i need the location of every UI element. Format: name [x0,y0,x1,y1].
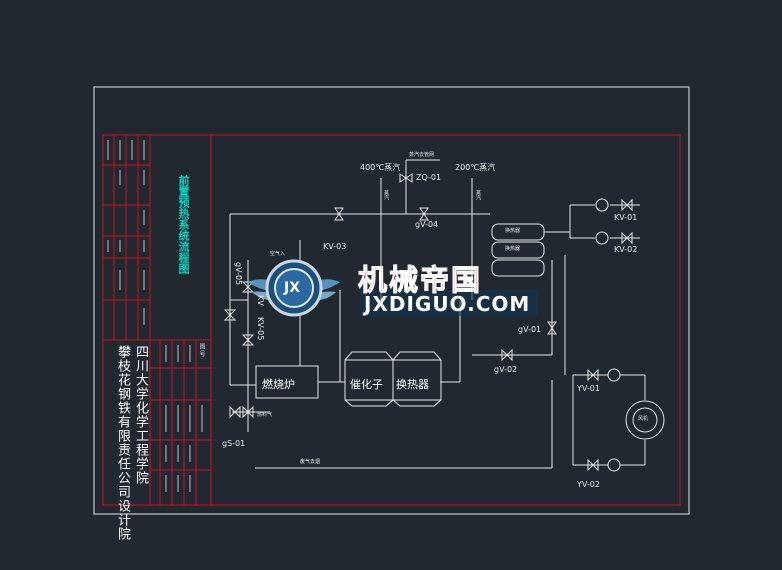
supply-400-label: 400℃蒸汽 [360,163,401,172]
valves [223,173,633,472]
valve-kv03: KV-03 [323,242,347,251]
furnace-label: 燃烧炉 [262,378,295,391]
valve-yv01: YV-01 [577,384,600,393]
school-name-line2: 攀枝花钢铁有限责任公司设计院 [115,345,130,541]
supply-200-label: 200℃蒸汽 [455,163,496,172]
valve-gv05: gV-05 [234,262,243,286]
watermark-logo [248,259,538,317]
valve-kv-small: KV [256,295,265,306]
exhaust-label: 废气去烟 [300,459,321,465]
valve-gv01: gV-01 [518,325,542,334]
title-block-marks [107,140,203,492]
valve-yv02: YV-02 [577,480,600,489]
preheater-a-label: 换热器 [505,228,521,234]
title-block-grid [103,135,212,505]
blower-label: 风机 [638,416,649,422]
valve-zq01: ZQ-01 [416,173,442,182]
fuel-gas-label: 燃料气 [257,412,273,418]
watermark-logo-text: JX [284,280,301,296]
steam-label-b: 蒸汽 [475,190,481,200]
preheater-b-label: 换热器 [505,246,521,252]
valve-kv05: KV-05 [256,317,265,341]
valve-gv02: gV-02 [494,365,518,374]
valve-gs01: gS-01 [222,439,246,448]
inner-frame [102,134,681,506]
pumps [595,198,621,472]
to-network-label: 蒸汽去管网 [409,152,435,158]
valve-gv04: gV-04 [415,220,439,229]
valve-kv02: KV-02 [614,245,638,254]
watermark-en: JXDIGUO.COM [364,292,531,316]
drawing-title: 前置预热系统流程图 [177,175,190,274]
outer-frame [93,86,690,515]
school-name-line1: 四川大学化学工程学院 [133,345,148,485]
figure-label: 图 号 [198,343,205,357]
catalyst-label: 催化子 [350,378,383,391]
piping [229,159,646,469]
equipment [255,351,665,440]
heat-exchanger-label: 换热器 [396,378,429,391]
air-in-label: 空气入 [270,251,286,257]
watermark-cn: 机械帝国 [357,263,483,298]
steam-label-a: 蒸汽 [383,190,389,200]
valve-kv01: KV-01 [614,213,638,222]
